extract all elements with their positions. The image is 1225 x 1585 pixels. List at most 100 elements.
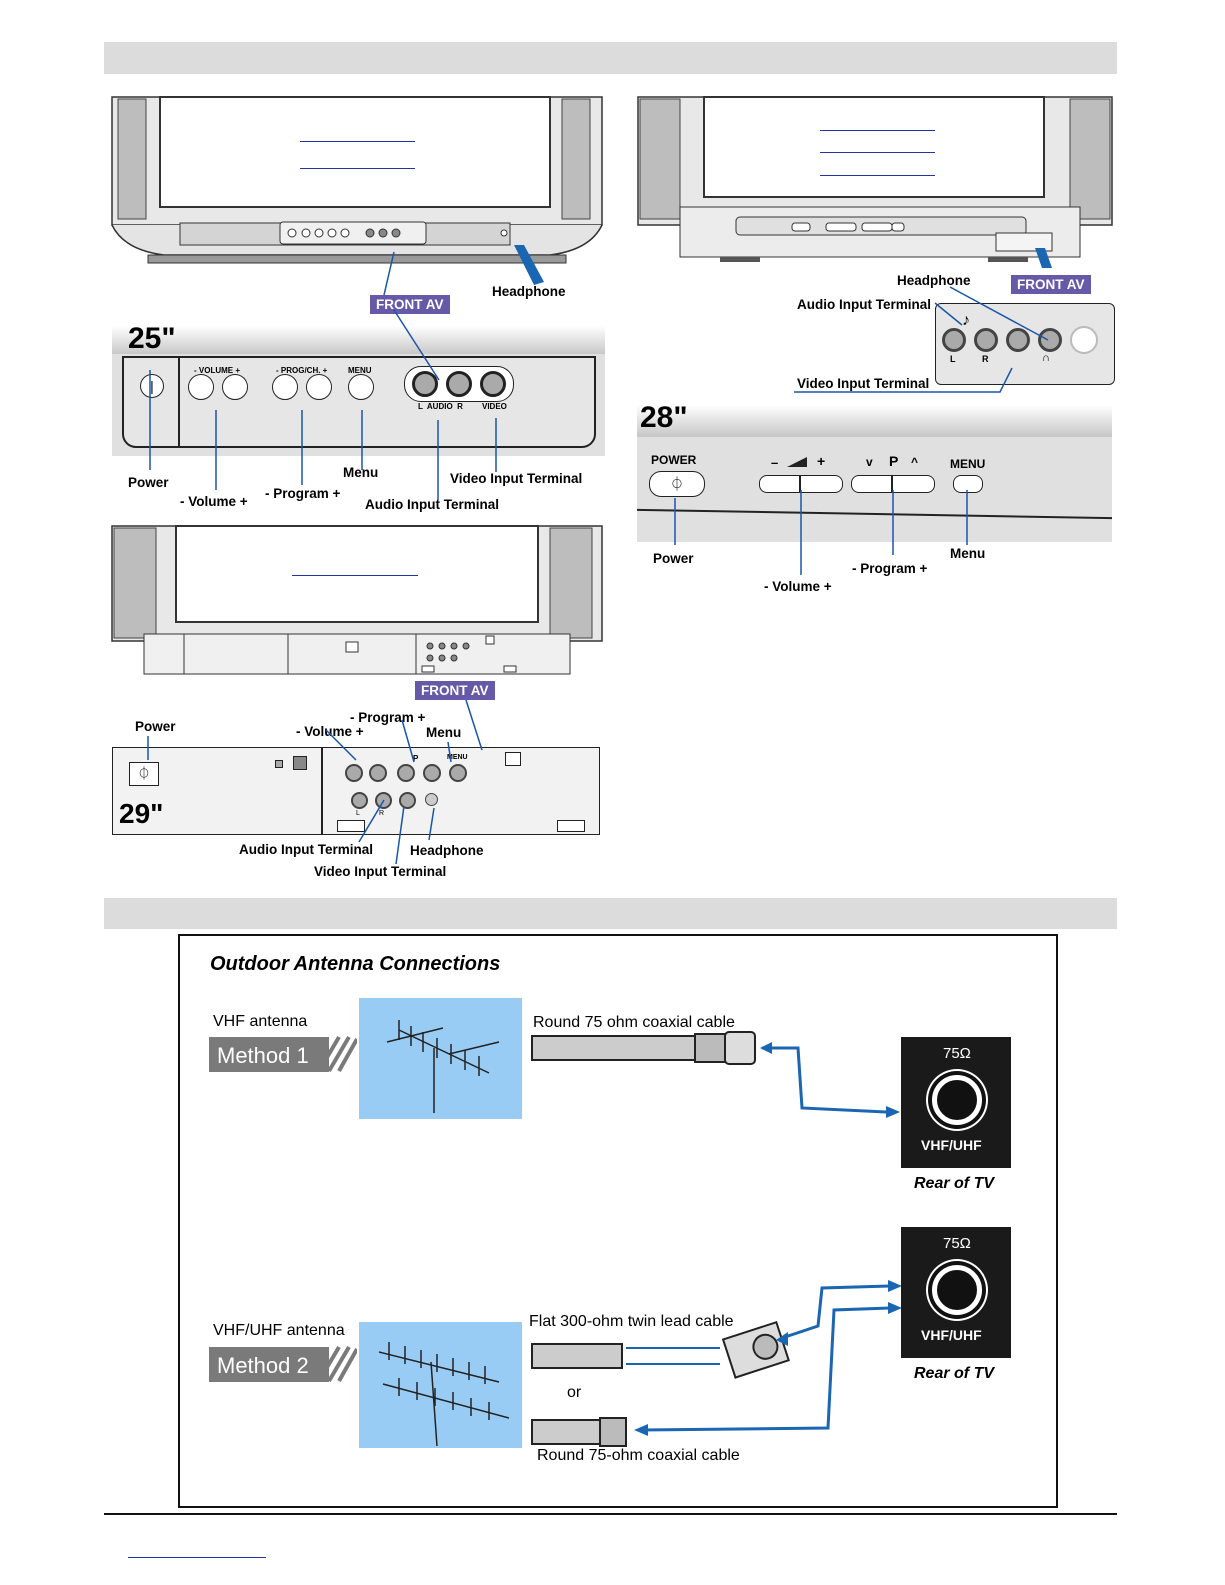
- tv25-power-button[interactable]: |: [140, 374, 164, 398]
- tv29-video-input-label: Video Input Terminal: [314, 864, 447, 879]
- tv25-volume-minus-button[interactable]: [188, 374, 214, 400]
- volume-ramp-icon: [787, 457, 807, 467]
- footer-link-line: [128, 1557, 266, 1558]
- tv28-program-label: - Program +: [852, 561, 928, 576]
- tv28-audio-r-jack[interactable]: [974, 328, 998, 352]
- tv28-front-av-tag: FRONT AV: [1011, 275, 1091, 294]
- tv29-audio-input-label: Audio Input Terminal: [239, 842, 373, 857]
- tv28-size-label: 28": [640, 401, 688, 434]
- tv28-jack-panel: L R ♪ ∩: [935, 303, 1115, 385]
- tv29-headphone-jack[interactable]: [425, 793, 438, 806]
- tv28-illustration: [637, 96, 1113, 262]
- tv28-menu-label: Menu: [950, 546, 986, 561]
- tv28-panel-leader-lines: [674, 490, 968, 575]
- tv28-power-button[interactable]: ⏀: [649, 471, 705, 497]
- tv25-prog-plus-button[interactable]: [306, 374, 332, 400]
- method2-badge: Method 2: [209, 1347, 329, 1382]
- method1-rear-label: Rear of TV: [914, 1175, 995, 1192]
- tv25-panel: 25" | - VOLUME + - PROG/CH. + MENU L AUD…: [112, 322, 605, 456]
- tv25-video-input-label: Video Input Terminal: [450, 471, 583, 486]
- headphone-icon: ∩: [1042, 352, 1050, 364]
- antenna-title: Outdoor Antenna Connections: [210, 953, 501, 975]
- method2-band-label: VHF/UHF: [921, 1327, 982, 1343]
- tv28-video-input-label: Video Input Terminal: [797, 376, 930, 391]
- tv25-panel-menu-label: MENU: [348, 366, 372, 375]
- method2-badge-stripes: [317, 1345, 357, 1383]
- tv25-volume-label: - Volume +: [180, 494, 248, 509]
- tv29-headphone-label: Headphone: [410, 843, 484, 858]
- tv25-audio-input-label: Audio Input Terminal: [365, 497, 499, 512]
- method1-cable-label: Round 75 ohm coaxial cable: [533, 1014, 735, 1031]
- tv28-audio-l-jack[interactable]: [942, 328, 966, 352]
- section-header-bar-antenna: [104, 898, 1117, 929]
- tv29-prog-down-button[interactable]: [397, 764, 415, 782]
- tv29-front-av-tag: FRONT AV: [415, 681, 495, 700]
- tv28-vol-minus-label: –: [771, 455, 779, 470]
- tv28-video-jack[interactable]: [1006, 328, 1030, 352]
- tv25-audio-r-jack[interactable]: [446, 371, 472, 397]
- tv28-prog-up-label: ^: [911, 455, 919, 469]
- tv25-front-av-tag: FRONT AV: [370, 295, 450, 314]
- tv25-video-jack[interactable]: [480, 371, 506, 397]
- tv28-link-line-3: [820, 175, 935, 176]
- method2-or-label: or: [567, 1384, 582, 1401]
- tv25-panel-prog-label: - PROG/CH. +: [276, 366, 328, 375]
- method1-badge: Method 1: [209, 1037, 329, 1072]
- tv28-panel-menu-label: MENU: [950, 457, 986, 471]
- tv29-prog-up-button[interactable]: [423, 764, 441, 782]
- tv29-power-label: Power: [135, 719, 176, 734]
- method1-ohm-label: 75Ω: [943, 1045, 971, 1062]
- tv28-panel: 28" POWER ⏀ – + v P ^ MENU: [637, 401, 1112, 542]
- vhf-antenna-image: [359, 998, 522, 1119]
- tv25-power-label: Power: [128, 475, 169, 490]
- tv28-menu-button[interactable]: [953, 475, 983, 493]
- tv25-audio-l-jack[interactable]: [412, 371, 438, 397]
- tv29-video-jack[interactable]: [399, 792, 416, 809]
- tv29-power-button[interactable]: ⏀: [129, 762, 159, 786]
- tv28-headphone-jack[interactable]: [1038, 328, 1062, 352]
- tv29-volume-label: - Volume +: [296, 724, 364, 739]
- tv28-vol-plus-label: +: [817, 453, 826, 469]
- vhf-uhf-antenna-icon: [378, 1342, 510, 1447]
- method2-rear-label: Rear of TV: [914, 1365, 995, 1382]
- method2-antenna-label: VHF/UHF antenna: [213, 1322, 345, 1339]
- method2-flat-cable-label: Flat 300-ohm twin lead cable: [529, 1313, 734, 1330]
- tv25-prog-minus-button[interactable]: [272, 374, 298, 400]
- tv28-svideo-jack[interactable]: [1070, 326, 1098, 354]
- tv29-jack-r-label: R: [379, 810, 385, 817]
- tv25-size-label: 25": [128, 322, 176, 355]
- tv28-link-line-2: [820, 152, 935, 153]
- tv28-volume-label: - Volume +: [764, 579, 832, 594]
- tv25-program-label: - Program +: [265, 486, 341, 501]
- antenna-diagram-frame: [178, 934, 1058, 1508]
- tv29-menu-button[interactable]: [449, 764, 467, 782]
- method2-cables: [531, 1280, 902, 1447]
- tv28-power-label: Power: [653, 551, 694, 566]
- tv25-panel-audio-label: L AUDIO R: [418, 402, 463, 411]
- tv29-link-line: [292, 575, 418, 576]
- tv29-program-label: - Program +: [350, 710, 426, 725]
- tv29-jack-l-label: L: [356, 810, 360, 817]
- tv29-panel-p-label: P: [413, 754, 419, 763]
- tv25-leader-lines: [149, 245, 544, 500]
- tv29-menu-label: Menu: [426, 725, 462, 740]
- tv28-jack-r-label: R: [982, 354, 989, 364]
- tv25-menu-button[interactable]: [348, 374, 374, 400]
- tv25-menu-label: Menu: [343, 465, 379, 480]
- tv29-vol-minus-button[interactable]: [345, 764, 363, 782]
- tv29-vol-plus-button[interactable]: [369, 764, 387, 782]
- method2-coax-socket[interactable]: [932, 1265, 982, 1315]
- tv28-prog-down-label: v: [866, 455, 873, 469]
- tv29-illustration: [111, 525, 603, 675]
- method1-coax-socket[interactable]: [932, 1075, 982, 1125]
- tv29-panel-menu-label: MENU: [447, 754, 468, 761]
- section-header-bar-controls: [104, 42, 1117, 74]
- method1-antenna-label: VHF antenna: [213, 1013, 308, 1030]
- tv29-audio-l-jack[interactable]: [351, 792, 368, 809]
- tv25-volume-plus-button[interactable]: [222, 374, 248, 400]
- tv25-link-line-2: [300, 168, 415, 169]
- tv25-link-line-1: [300, 141, 415, 142]
- method1-band-label: VHF/UHF: [921, 1137, 982, 1153]
- method2-round-cable-label: Round 75-ohm coaxial cable: [537, 1447, 740, 1464]
- vhf-antenna-icon: [386, 1020, 500, 1113]
